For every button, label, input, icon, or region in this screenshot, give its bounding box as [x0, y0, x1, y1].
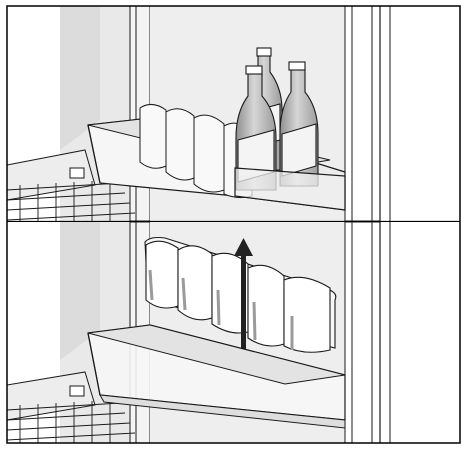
door-frame — [345, 222, 380, 443]
shelf-clip — [70, 168, 84, 178]
shelf-clip — [70, 386, 84, 396]
lift-arrow-shaft — [241, 254, 246, 354]
panel-top — [7, 6, 460, 221]
panel-bottom — [7, 222, 460, 443]
door-frame — [345, 6, 380, 221]
